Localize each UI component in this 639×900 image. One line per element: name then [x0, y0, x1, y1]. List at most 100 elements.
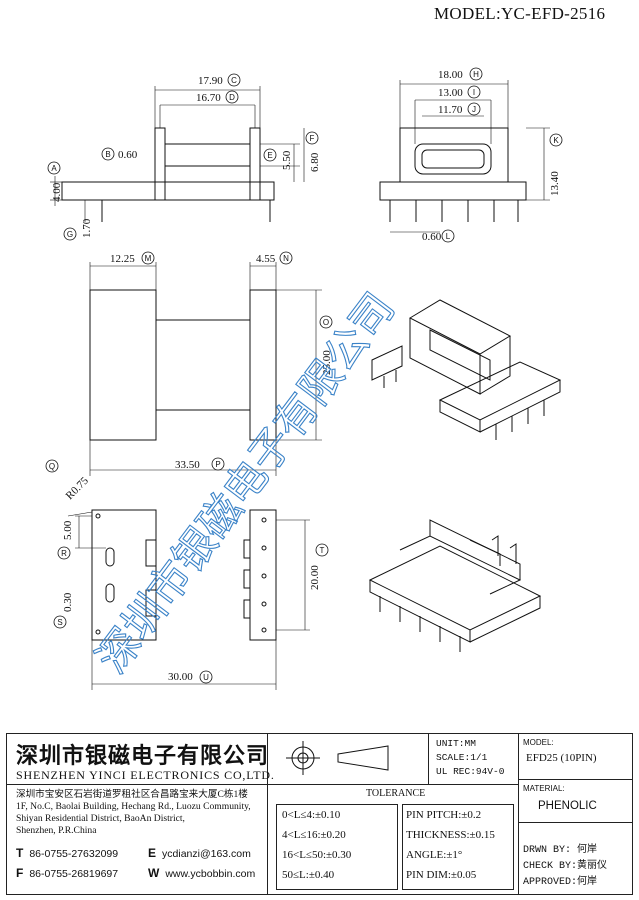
callout-h: H: [469, 67, 483, 81]
callout-g: G: [63, 227, 77, 241]
callout-c: C: [227, 73, 241, 87]
svg-text:O: O: [323, 318, 329, 327]
checked-by: CHECK BY:黄丽仪: [523, 861, 608, 872]
svg-text:P: P: [215, 460, 220, 469]
dim-g-value: 1.70: [81, 218, 93, 238]
svg-text:K: K: [553, 136, 559, 145]
svg-text:J: J: [472, 105, 476, 114]
tolerance-left-1: 0<L≤4:±0.10: [282, 809, 341, 821]
callout-e: E: [263, 148, 277, 162]
svg-text:T: T: [320, 546, 325, 555]
approved-by: APPROVED:何岸: [523, 877, 598, 888]
address-line-4: Shenzhen, P.R.China: [16, 825, 97, 836]
svg-text:L: L: [446, 232, 451, 241]
isometric-view-bottom: [368, 519, 542, 652]
watermark: 深圳市银磁电子有限公司: [87, 284, 404, 682]
svg-text:S: S: [57, 618, 62, 627]
svg-text:U: U: [203, 673, 209, 682]
dim-h-value: 18.00: [438, 69, 463, 81]
svg-text:I: I: [473, 88, 475, 97]
svg-text:G: G: [67, 230, 73, 239]
dim-m-value: 12.25: [110, 253, 135, 265]
dim-e-value: 5.50: [281, 150, 293, 170]
projection-symbol: [286, 741, 389, 775]
callout-n: N: [279, 251, 293, 265]
tolerance-right-box: [402, 804, 514, 890]
svg-text:H: H: [473, 70, 479, 79]
dim-p-value: 33.50: [175, 459, 200, 471]
bottom-view: [67, 509, 310, 690]
dim-l-value: 0.60: [422, 231, 442, 243]
unit: UNIT:MM: [436, 738, 476, 749]
callout-m: M: [141, 251, 155, 265]
drawn-by: DRWN BY: 何岸: [523, 845, 598, 856]
callout-l: L: [441, 229, 455, 243]
dim-d-value: 16.70: [196, 92, 221, 104]
svg-text:Q: Q: [49, 462, 55, 471]
svg-text:D: D: [229, 93, 235, 102]
top-view: [89, 262, 322, 476]
callout-p: P: [211, 457, 225, 471]
callout-q: Q: [45, 459, 59, 473]
material-value: PHENOLIC: [538, 800, 597, 812]
callout-i: I: [467, 85, 481, 99]
scale: SCALE:1/1: [436, 752, 488, 763]
dim-q-value: R0.75: [64, 474, 92, 502]
tolerance-right-2: THICKNESS:±0.15: [406, 829, 495, 841]
tolerance-right-3: ANGLE:±1°: [406, 849, 463, 861]
dim-b-value: 0.60: [118, 149, 138, 161]
address-line-1: 深圳市宝安区石岩街道罗租社区合昌路宝来大厦C栋1楼: [16, 789, 248, 800]
title-block: [6, 733, 633, 895]
dim-f-value: 6.80: [309, 152, 321, 172]
dim-o-value: 25.00: [321, 350, 333, 375]
svg-text:C: C: [231, 76, 237, 85]
ul-rec: UL REC:94V-0: [436, 766, 505, 777]
dim-c-value: 17.90: [198, 75, 223, 87]
tolerance-right-1: PIN PITCH:±0.2: [406, 809, 482, 821]
callout-r: R: [57, 546, 71, 560]
dim-i-value: 13.00: [438, 87, 463, 99]
callout-s: S: [53, 615, 67, 629]
svg-text:E: E: [267, 151, 272, 160]
dim-t-value: 20.00: [309, 565, 321, 590]
svg-text:R: R: [61, 549, 67, 558]
callout-u: U: [199, 670, 213, 684]
svg-text:B: B: [105, 150, 110, 159]
model-value: EFD25 (10PIN): [526, 752, 597, 764]
dim-a-value: 4.00: [51, 182, 63, 202]
svg-text:N: N: [283, 254, 289, 263]
company-name-cn: 深圳市银磁电子有限公司: [16, 743, 270, 769]
tolerance-left-box: [276, 804, 398, 890]
address-line-3: Shiyan Residential District, BaoAn Distr…: [16, 813, 185, 824]
model-title: MODEL:YC-EFD-2516: [434, 4, 606, 23]
tolerance-left-2: 4<L≤16:±0.20: [282, 829, 346, 841]
callout-j: J: [467, 102, 481, 116]
callout-o: O: [319, 315, 333, 329]
tolerance-heading: TOLERANCE: [366, 788, 426, 799]
address-line-2: 1F, No.C, Baolai Building, Hechang Rd., …: [16, 801, 251, 812]
callout-k: K: [549, 133, 563, 147]
tolerance-right-4: PIN DIM:±0.05: [406, 869, 477, 881]
company-panel: [6, 733, 268, 895]
model-label: MODEL:: [523, 738, 554, 747]
dim-r-value: 5.00: [62, 520, 74, 540]
company-name-en: SHENZHEN YINCI ELECTRONICS CO,LTD.: [16, 768, 275, 782]
svg-text:F: F: [310, 134, 315, 143]
svg-text:A: A: [51, 164, 57, 173]
isometric-view-top: [371, 299, 562, 440]
callout-a: A: [47, 161, 61, 175]
dim-u-value: 30.00: [168, 671, 193, 683]
callout-markers: C D B E F A G H I J K L M N O P Q R S T …: [45, 67, 563, 684]
dim-j-value: 11.70: [438, 104, 463, 116]
callout-f: F: [305, 131, 319, 145]
callout-t: T: [315, 543, 329, 557]
callout-d: D: [225, 90, 239, 104]
material-label: MATERIAL:: [523, 784, 565, 793]
dim-k-value: 13.40: [549, 171, 561, 196]
side-view: [379, 80, 550, 233]
